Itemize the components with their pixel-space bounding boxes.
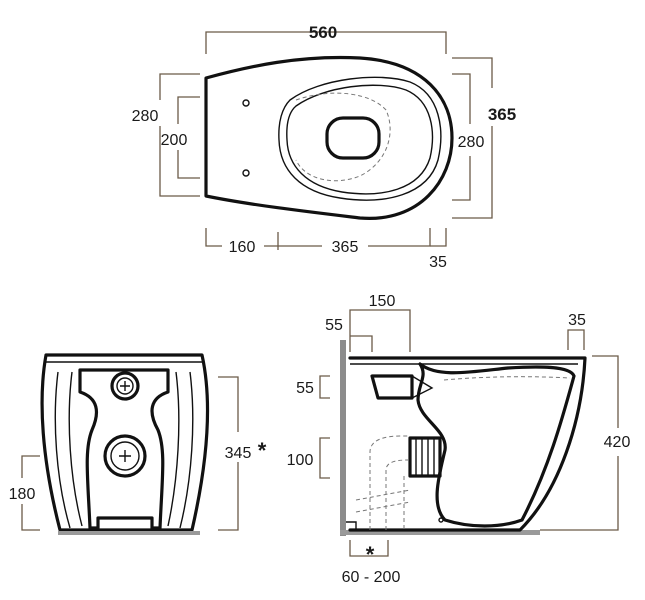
dim-line-200-bottom — [177, 150, 200, 179]
dim-line-160-left — [205, 228, 222, 247]
dim-outlet-asterisk: * — [366, 542, 375, 567]
dim-60-200: 60 - 200 — [342, 569, 401, 586]
dim-line-420-bottom — [540, 456, 619, 531]
top-view: 560 365 280 280 200 160 365 35 — [132, 23, 517, 271]
dim-line-280-left-top — [159, 73, 200, 100]
dim-line-280-left-bottom — [159, 126, 200, 197]
front-view: 345 * 180 — [9, 353, 267, 535]
front-view-cavity — [78, 368, 170, 530]
dim-35-side: 35 — [568, 312, 586, 329]
fixing-hole-icon — [242, 169, 250, 177]
dim-280-right: 280 — [458, 134, 485, 151]
dim-180: 180 — [9, 486, 36, 503]
side-view-inlet — [370, 374, 414, 400]
dim-line-35-side — [567, 329, 585, 350]
dim-line-55-vertical — [319, 375, 330, 399]
dim-line-365-bottom — [452, 126, 493, 219]
dim-line-35 — [430, 228, 447, 247]
fixing-hole-icon — [242, 99, 250, 107]
dim-line-100 — [319, 437, 330, 479]
front-view-floor — [58, 531, 200, 535]
side-view-inlet-tip — [411, 375, 434, 399]
crosshair-icon — [120, 381, 130, 391]
dim-365-length: 365 — [332, 239, 359, 256]
side-view-wall — [340, 340, 346, 536]
side-view-outlet-ribs — [415, 438, 435, 476]
side-view-bracket — [346, 521, 357, 530]
dim-line-280-right-bottom — [452, 156, 471, 201]
water-inlet-inner — [116, 377, 134, 395]
dim-345-asterisk: * — [258, 438, 267, 463]
waste-outlet-icon — [103, 434, 147, 478]
fixing-hole-icon — [438, 517, 444, 523]
dim-line-420-top — [592, 355, 619, 428]
dim-420: 420 — [604, 434, 631, 451]
dim-line-365-top — [452, 57, 493, 88]
dim-55-horizontal: 55 — [325, 317, 343, 334]
dim-line-55-horizontal — [350, 335, 373, 352]
dim-150: 150 — [369, 293, 396, 310]
dim-35-top: 35 — [429, 254, 447, 271]
dim-100: 100 — [287, 452, 314, 469]
side-view-floor — [340, 530, 540, 535]
dim-line-180-bottom — [21, 504, 40, 531]
side-view-outline — [348, 356, 587, 532]
front-view-side-line — [167, 371, 180, 527]
front-view-side-line — [54, 371, 71, 529]
dim-280-left: 280 — [132, 108, 159, 125]
dim-365-width: 365 — [488, 105, 516, 124]
dim-line-280-right-top — [452, 73, 471, 124]
crosshair-icon — [119, 450, 131, 462]
dim-160: 160 — [229, 239, 256, 256]
dim-line-150 — [349, 309, 411, 352]
dim-line-345-top — [218, 376, 239, 432]
side-view-outlet — [408, 436, 442, 478]
side-view-bowl — [416, 362, 576, 528]
dim-560: 560 — [309, 23, 337, 42]
dim-line-560 — [205, 31, 447, 54]
top-view-outline — [204, 55, 454, 220]
dim-line-365-right — [368, 228, 431, 247]
top-view-rim-inner — [286, 84, 434, 195]
front-view-side-line — [179, 371, 194, 529]
waste-outlet-inner — [110, 441, 140, 471]
side-view-hidden-connector — [355, 435, 411, 530]
top-view-rim — [278, 76, 442, 201]
top-view-hidden-bowl — [295, 92, 391, 182]
water-inlet-icon — [110, 371, 140, 401]
dim-line-outlet-range — [349, 540, 389, 557]
dim-line-345-bottom — [218, 462, 239, 531]
dim-200: 200 — [161, 132, 188, 149]
side-view-water-line — [443, 376, 571, 381]
dim-55-vertical: 55 — [296, 380, 314, 397]
side-view: 150 55 35 55 100 420 * 60 - 200 — [287, 293, 631, 586]
dim-line-180-top — [21, 455, 40, 478]
dim-345: 345 — [225, 445, 252, 462]
dim-line-200-top — [177, 96, 200, 124]
top-view-outlet — [325, 116, 381, 160]
front-view-side-line — [68, 371, 83, 527]
front-view-outline — [40, 353, 210, 532]
